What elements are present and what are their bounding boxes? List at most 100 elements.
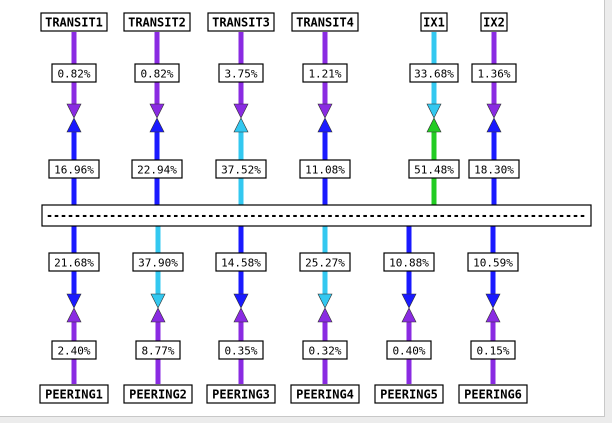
transit-5-outbound-arrow-head: [426, 103, 442, 119]
peering-4-label-text: PEERING4: [296, 388, 354, 402]
peering-3-outbound-arrow-head: [233, 307, 249, 323]
transit-4-inbound-pct-frame: [299, 159, 351, 179]
transit-3-label: TRANSIT3: [207, 12, 275, 32]
peering-1-outbound-pct-frame: [51, 340, 97, 360]
transit-4-label-text: TRANSIT4: [296, 16, 354, 30]
peering-6-inbound-pct-frame: [467, 252, 519, 272]
transit-3-inbound-pct-frame: [215, 159, 267, 179]
peering-4-inbound-pct-text: 25.27%: [305, 257, 345, 270]
transit-3-outbound-pct-frame: [218, 63, 264, 83]
transit-1-inbound-pct: 16.96%: [48, 159, 100, 179]
peering-5-label: PEERING5: [374, 384, 444, 404]
peering-6-label-frame: [458, 384, 528, 404]
transit-3-inbound-pct: 37.52%: [215, 159, 267, 179]
transit-3-inbound-pct-text: 37.52%: [221, 164, 261, 177]
transit-3-label-text: TRANSIT3: [212, 16, 270, 30]
peering-2-inbound-pct-frame: [132, 252, 184, 272]
peering-2-inbound-pct: 37.90%: [132, 252, 184, 272]
transit-4-inbound-arrow-head: [317, 117, 333, 133]
peering-1-label-frame: [39, 384, 109, 404]
transit-6-inbound-pct-frame: [468, 159, 520, 179]
transit-1-label-frame: [40, 12, 108, 32]
transit-6-inbound-arrow-head: [486, 117, 502, 133]
transit-6-label: IX2: [480, 12, 508, 32]
transit-1-label: TRANSIT1: [40, 12, 108, 32]
transit-2-label-text: TRANSIT2: [128, 16, 186, 30]
transit-6-inbound-pct-text: 18.30%: [474, 164, 514, 177]
peering-2-inbound-pct-text: 37.90%: [138, 257, 178, 270]
window-edge-right: [605, 0, 612, 423]
peering-6-outbound-arrow-head: [485, 307, 501, 323]
transit-6-outbound-pct-text: 1.36%: [477, 68, 510, 81]
bus-dashes: ----------------------------------------…: [46, 208, 586, 224]
bus-layer: ----------------------------------------…: [41, 204, 592, 227]
peering-5-inbound-pct-frame: [383, 252, 435, 272]
peering-2-outbound-pct-frame: [135, 340, 181, 360]
transit-4-outbound-arrow-head: [317, 103, 333, 119]
transit-2-inbound-arrow-head: [149, 117, 165, 133]
bus-bar: [41, 204, 592, 227]
peering-3-inbound-pct-text: 14.58%: [221, 257, 261, 270]
transit-2-inbound-pct-frame: [131, 159, 183, 179]
peering-1-inbound-arrow-head: [66, 293, 82, 309]
peering-5-outbound-pct-text: 0.40%: [392, 345, 425, 358]
transit-6-outbound-pct-frame: [471, 63, 517, 83]
peering-4-outbound-pct-text: 0.32%: [308, 345, 341, 358]
peering-4-label: PEERING4: [290, 384, 360, 404]
peering-5-outbound-pct: 0.40%: [386, 340, 432, 360]
peering-5-inbound-pct: 10.88%: [383, 252, 435, 272]
transit-5-inbound-pct-text: 51.48%: [414, 164, 454, 177]
transit-3-outbound-arrow-head: [233, 103, 249, 119]
transit-1-outbound-arrow-head: [66, 103, 82, 119]
transit-4-inbound-pct: 11.08%: [299, 159, 351, 179]
window-edge-bottom: [0, 417, 612, 423]
peering-2-label: PEERING2: [123, 384, 193, 404]
peering-1-outbound-pct-text: 2.40%: [57, 345, 90, 358]
transit-2-outbound-pct: 0.82%: [134, 63, 180, 83]
transit-5-label-frame: [420, 12, 448, 32]
transit-3-inbound-arrow-head: [233, 117, 249, 133]
peering-1-label: PEERING1: [39, 384, 109, 404]
peering-4-outbound-pct-frame: [302, 340, 348, 360]
transit-5-label: IX1: [420, 12, 448, 32]
transit-2-outbound-pct-frame: [134, 63, 180, 83]
peering-1-label-text: PEERING1: [45, 388, 103, 402]
transit-6-outbound-arrow-head: [486, 103, 502, 119]
peering-1-outbound-pct: 2.40%: [51, 340, 97, 360]
transit-4-label-frame: [291, 12, 359, 32]
peering-4-inbound-arrow-head: [317, 293, 333, 309]
transit-6-label-frame: [480, 12, 508, 32]
transit-1-outbound-pct-text: 0.82%: [57, 68, 90, 81]
transit-2-outbound-arrow-head: [149, 103, 165, 119]
transit-4-outbound-pct-text: 1.21%: [308, 68, 341, 81]
peering-5-outbound-arrow-head: [401, 307, 417, 323]
peering-5-label-text: PEERING5: [380, 388, 438, 402]
transit-3-outbound-pct: 3.75%: [218, 63, 264, 83]
transit-2-inbound-pct-text: 22.94%: [137, 164, 177, 177]
peering-6-inbound-pct-text: 10.59%: [473, 257, 513, 270]
peering-3-inbound-pct: 14.58%: [215, 252, 267, 272]
peering-2-outbound-arrow-head: [150, 307, 166, 323]
transit-2-label: TRANSIT2: [123, 12, 191, 32]
peering-1-inbound-pct-text: 21.68%: [54, 257, 94, 270]
diagram-frame: ----------------------------------------…: [0, 0, 605, 417]
peering-2-label-text: PEERING2: [129, 388, 187, 402]
transit-4-inbound-pct-text: 11.08%: [305, 164, 345, 177]
peering-3-inbound-arrow-head: [233, 293, 249, 309]
transit-1-inbound-arrow-head: [66, 117, 82, 133]
peering-3-label: PEERING3: [206, 384, 276, 404]
peering-4-inbound-pct: 25.27%: [299, 252, 351, 272]
peering-4-label-frame: [290, 384, 360, 404]
transit-1-outbound-pct: 0.82%: [51, 63, 97, 83]
peering-6-outbound-pct-frame: [470, 340, 516, 360]
peering-2-outbound-pct: 8.77%: [135, 340, 181, 360]
peering-1-outbound-arrow-head: [66, 307, 82, 323]
peering-6-inbound-arrow-head: [485, 293, 501, 309]
peering-5-label-frame: [374, 384, 444, 404]
transit-3-outbound-pct-text: 3.75%: [224, 68, 257, 81]
transit-6-inbound-pct: 18.30%: [468, 159, 520, 179]
traffic-diagram: ----------------------------------------…: [39, 12, 592, 404]
peering-3-label-frame: [206, 384, 276, 404]
peering-5-inbound-arrow-head: [401, 293, 417, 309]
peering-5-outbound-pct-frame: [386, 340, 432, 360]
